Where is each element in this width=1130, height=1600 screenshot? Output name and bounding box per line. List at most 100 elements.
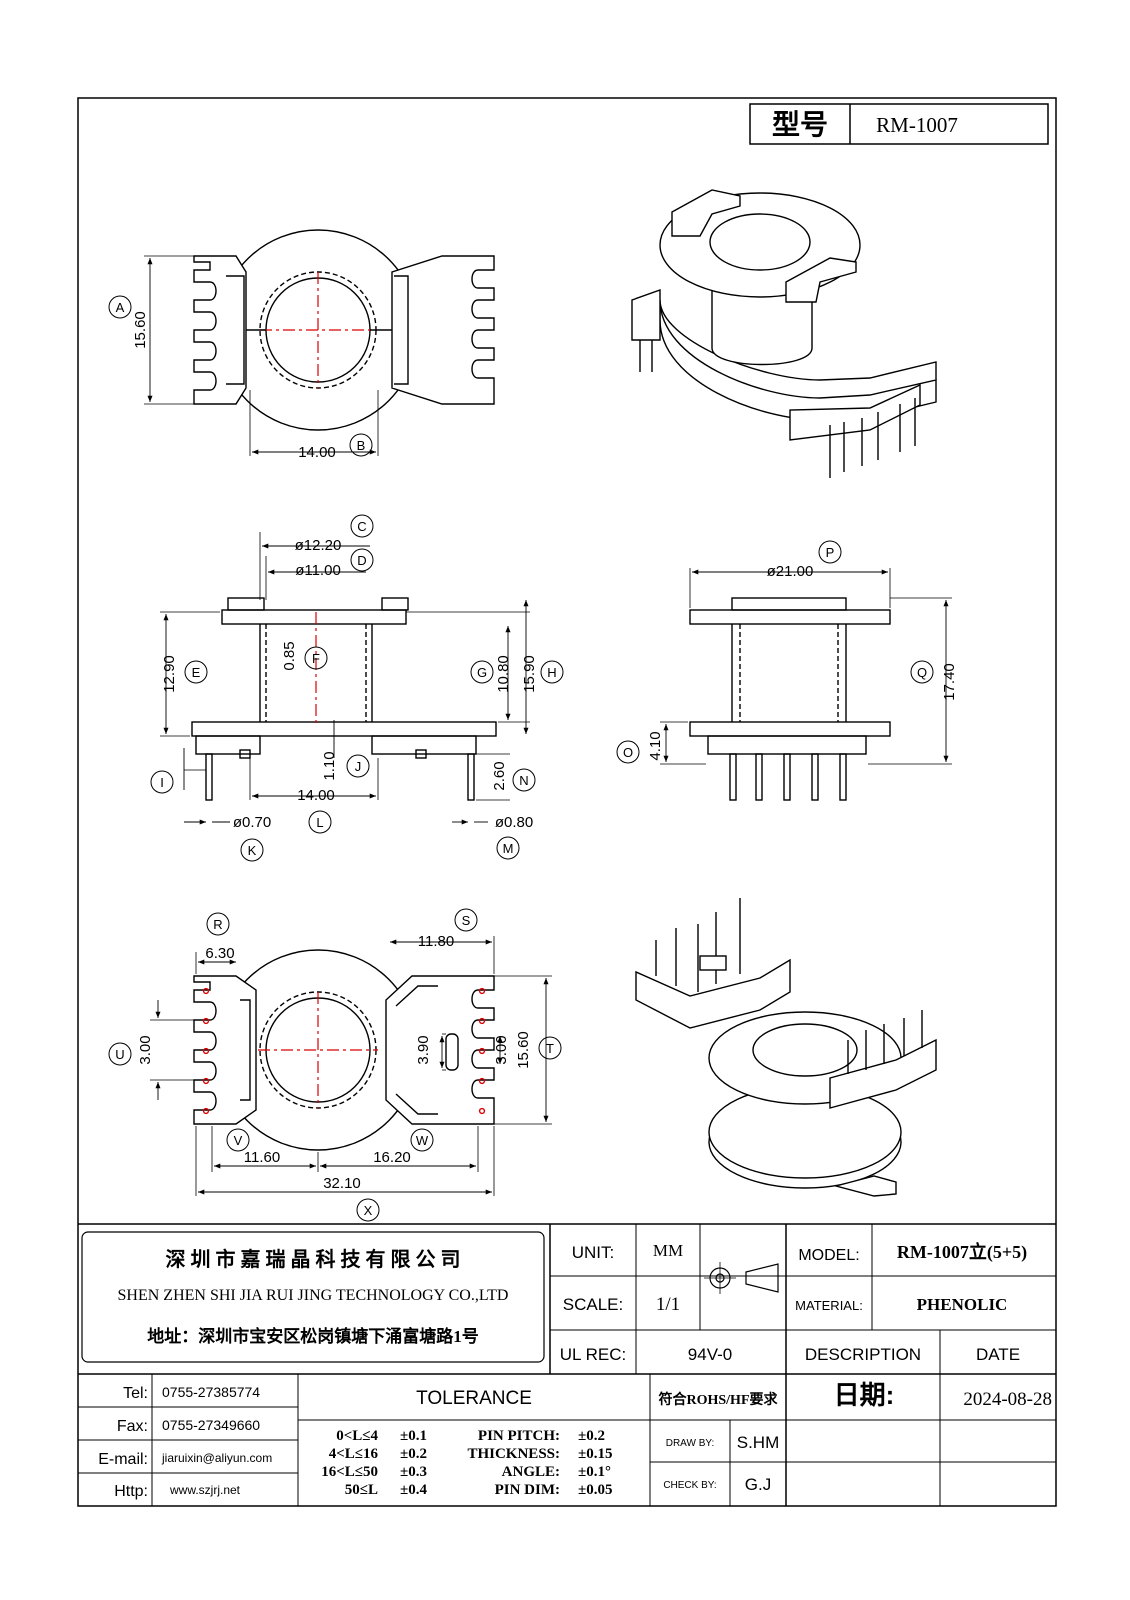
dim-g-value: 10.80: [495, 655, 512, 693]
dim-w-value: 16.20: [373, 1149, 411, 1166]
http-value: www.szjrj.net: [169, 1483, 241, 1497]
company-address: 地址：深圳市宝安区松岗镇塘下涌富塘路1号: [147, 1326, 479, 1346]
draw-by-value: S.HM: [737, 1433, 780, 1452]
spec-label: PIN PITCH:: [478, 1428, 560, 1444]
check-by-value: G.J: [745, 1475, 771, 1494]
dim-label-x: X: [364, 1203, 373, 1218]
material-value: PHENOLIC: [917, 1295, 1008, 1314]
dim-label-h: H: [547, 665, 556, 680]
dim-q-value: 17.40: [941, 663, 958, 701]
dim-u-value: 3.00: [137, 1035, 154, 1064]
ul-label: UL REC:: [560, 1345, 626, 1364]
dim-label-l: L: [316, 815, 323, 830]
dim-x-value: 32.10: [323, 1175, 361, 1192]
date-value: 2024-08-28: [963, 1389, 1052, 1410]
dim-d-value: ø11.00: [295, 562, 341, 579]
dim-label-o: O: [623, 745, 633, 760]
spec-value: ±0.05: [578, 1482, 612, 1498]
spec-label: ANGLE:: [502, 1464, 560, 1480]
company-name-en: SHEN ZHEN SHI JIA RUI JING TECHNOLOGY CO…: [118, 1287, 509, 1304]
iso-view-bottom: [635, 898, 937, 1197]
model-header-value: RM-1007: [876, 113, 958, 137]
dim-m-value: ø0.80: [495, 814, 533, 831]
fax-value: 0755-27349660: [162, 1417, 260, 1433]
date-label: DATE: [976, 1345, 1020, 1364]
dim-o-value: 4.10: [647, 731, 664, 760]
title-block-lines: [78, 1223, 1056, 1506]
spec-value: ±0.2: [578, 1428, 605, 1444]
model-header-label: 型号: [772, 109, 828, 140]
tol-range: 0<L≤4: [336, 1428, 378, 1444]
dim-label-a: A: [116, 300, 125, 315]
ul-value: 94V-0: [688, 1345, 732, 1364]
unit-label: UNIT:: [572, 1243, 615, 1262]
front-view: [150, 514, 564, 862]
tel-label: Tel:: [123, 1385, 148, 1402]
tel-value: 0755-27385774: [162, 1384, 260, 1400]
spec-label: THICKNESS:: [467, 1446, 560, 1462]
pin-pitch-value: 3.00: [493, 1035, 510, 1064]
dim-label-g: G: [477, 665, 487, 680]
tol-range: 16<L≤50: [321, 1464, 378, 1480]
material-label: MATERIAL:: [795, 1298, 863, 1313]
dim-t-value: 15.60: [515, 1031, 532, 1069]
dim-r-value: 6.30: [205, 945, 234, 962]
projection-symbol-icon: [704, 1262, 779, 1294]
pin-dots: [202, 987, 486, 1115]
dim-label-q: Q: [917, 665, 927, 680]
dim-label-m: M: [503, 841, 514, 856]
dim-label-s: S: [462, 913, 471, 928]
tol-value: ±0.3: [400, 1464, 427, 1480]
check-by-label: CHECK BY:: [663, 1480, 716, 1491]
dim-label-k: K: [248, 843, 257, 858]
dim-label-v: V: [234, 1133, 243, 1148]
dim-label-d: D: [357, 553, 366, 568]
spec-value: ±0.1°: [578, 1464, 611, 1480]
tolerance-title: TOLERANCE: [416, 1388, 532, 1409]
dim-n-value: 2.60: [491, 761, 508, 790]
side-view: [616, 540, 952, 801]
dim-b-value: 14.00: [298, 444, 336, 461]
dim-s-value: 11.80: [418, 933, 454, 950]
spec-value: ±0.15: [578, 1446, 612, 1462]
dim-label-u: U: [115, 1047, 124, 1062]
spec-label: PIN DIM:: [495, 1482, 560, 1498]
dim-label-b: B: [357, 438, 366, 453]
dim-label-e: E: [192, 665, 201, 680]
spec-table: PIN PITCH: ±0.2 THICKNESS: ±0.15 ANGLE: …: [467, 1428, 612, 1498]
company-name-cn: 深 圳 市 嘉 瑞 晶 科 技 有 限 公 司: [166, 1247, 461, 1271]
dim-label-r: R: [213, 917, 222, 932]
dim-f-value: 0.85: [281, 641, 298, 670]
model-label: MODEL:: [798, 1247, 859, 1264]
unit-value: MM: [653, 1241, 683, 1260]
scale-label: SCALE:: [563, 1295, 623, 1314]
dim-e-value: 12.90: [161, 655, 178, 693]
dim-label-f: F: [312, 651, 320, 666]
dim-label-c: C: [357, 519, 366, 534]
tol-value: ±0.1: [400, 1428, 427, 1444]
dim-label-i: I: [160, 775, 164, 790]
dim-label-t: T: [546, 1041, 554, 1056]
fax-label: Fax:: [117, 1418, 148, 1435]
http-label: Http:: [114, 1483, 148, 1500]
dim-h-value: 15.90: [521, 655, 538, 693]
top-view: [108, 229, 495, 457]
dim-p-value: ø21.00: [767, 563, 814, 580]
email-label: E-mail:: [98, 1451, 148, 1468]
email-value: jiaruixin@aliyun.com: [161, 1451, 272, 1465]
tol-range: 50≤L: [345, 1482, 378, 1498]
rohs-note: 符合ROHS/HF要求: [657, 1391, 778, 1408]
dim-j-value: 1.10: [321, 751, 338, 780]
iso-view-top: [631, 189, 937, 478]
model-value: RM-1007立(5+5): [897, 1241, 1027, 1263]
date-cn-label: 日期:: [834, 1380, 895, 1410]
tol-value: ±0.4: [400, 1482, 427, 1498]
dim-label-p: P: [826, 545, 835, 560]
dim-l-value: 14.00: [297, 787, 335, 804]
dim-label-n: N: [519, 773, 528, 788]
dim-a-value: 15.60: [132, 311, 149, 349]
tol-value: ±0.2: [400, 1446, 427, 1462]
sheet-border: [77, 97, 1057, 1507]
slot-value: 3.90: [415, 1035, 432, 1064]
